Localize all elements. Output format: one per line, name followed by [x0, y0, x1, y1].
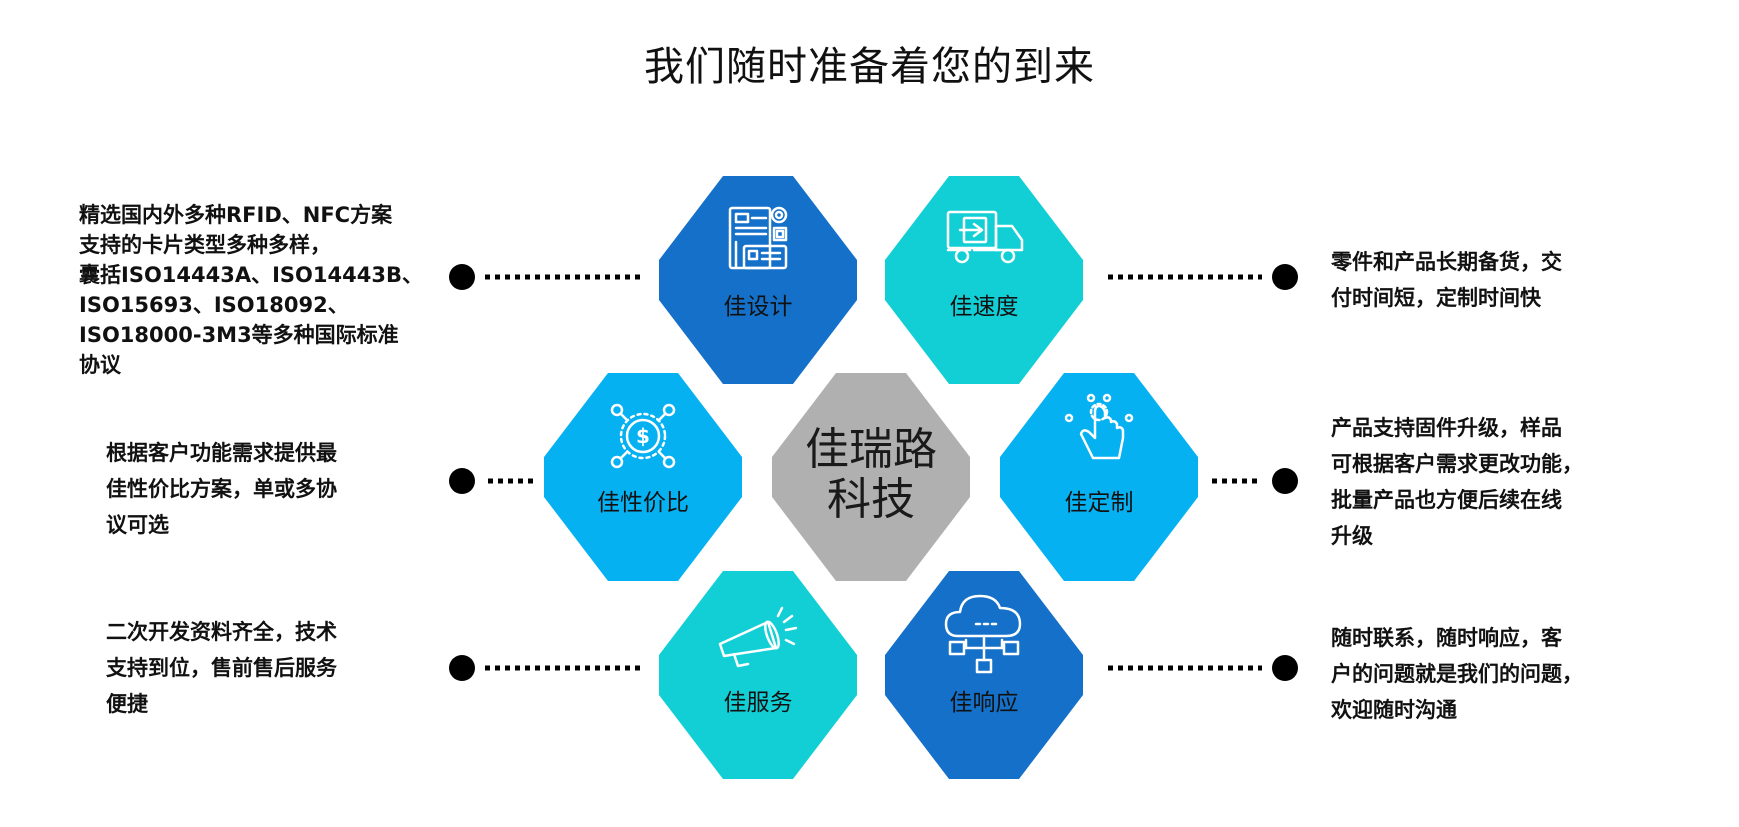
description-value: 根据客户功能需求提供最佳性价比方案，单或多协议可选 — [106, 435, 337, 543]
description-line: 囊括ISO14443A、ISO14443B、 — [79, 263, 423, 287]
hexagon-shape-design — [659, 176, 857, 384]
description-service: 二次开发资料齐全，技术支持到位，售前售后服务便捷 — [106, 614, 337, 722]
hexagon-design — [659, 176, 857, 384]
description-response: 随时联系，随时响应，客户的问题就是我们的问题， 欢迎随时沟通 — [1331, 620, 1583, 728]
hexagon-label-value: 佳性价比 — [597, 490, 689, 516]
center-label-line2: 科技 — [827, 474, 915, 525]
description-line: ISO15693、ISO18092、 — [79, 293, 349, 317]
connector-dot-speed — [1272, 264, 1298, 290]
hexagon-label-service: 佳服务 — [724, 690, 793, 716]
description-line: 产品支持固件升级，样品 — [1331, 415, 1562, 440]
design-blueprint-icon — [728, 206, 788, 270]
hexagon-label-response: 佳响应 — [950, 690, 1019, 716]
hexagon-label-speed: 佳速度 — [950, 294, 1019, 320]
description-speed: 零件和产品长期备货，交付时间短，定制时间快 — [1331, 244, 1562, 316]
connector-dot-service — [449, 655, 475, 681]
description-line: ISO18000-3M3等多种国际标准 — [79, 323, 399, 347]
cloud-network-icon — [944, 594, 1022, 674]
description-design: 精选国内外多种RFID、NFC方案支持的卡片类型多种多样， 囊括ISO14443A… — [79, 200, 423, 380]
hexagon-label-custom: 佳定制 — [1065, 490, 1134, 516]
hexagon-response — [885, 571, 1083, 779]
hexagon-shape-service — [659, 571, 857, 779]
hexagon-custom — [1000, 373, 1198, 581]
hexagon-label-design: 佳设计 — [724, 294, 793, 320]
description-line: 欢迎随时沟通 — [1331, 697, 1457, 722]
money-network-icon: $ — [610, 403, 676, 469]
hexagon-shape-custom — [1000, 373, 1198, 581]
description-line: 户的问题就是我们的问题， — [1331, 661, 1583, 686]
description-line: 支持的卡片类型多种多样， — [79, 233, 331, 257]
description-line: 支持到位，售前售后服务 — [106, 655, 337, 680]
hexagon-shape-value — [544, 373, 742, 581]
delivery-truck-icon — [946, 210, 1024, 264]
connector-dot-custom — [1272, 468, 1298, 494]
hexagon-shape-speed — [885, 176, 1083, 384]
description-line: 协议 — [79, 353, 121, 377]
connector-dot-value — [449, 468, 475, 494]
hexagon-service — [659, 571, 857, 779]
description-line: 佳性价比方案，单或多协 — [106, 476, 337, 501]
description-line: 付时间短，定制时间快 — [1331, 285, 1541, 310]
connector-dot-response — [1272, 655, 1298, 681]
connector-dot-design — [449, 264, 475, 290]
description-line: 根据客户功能需求提供最 — [106, 440, 337, 465]
hexagon-speed — [885, 176, 1083, 384]
connectors — [449, 264, 1298, 681]
description-line: 便捷 — [106, 691, 148, 716]
description-line: 批量产品也方便后续在线 — [1331, 487, 1562, 512]
description-line: 议可选 — [106, 512, 169, 537]
description-custom: 产品支持固件升级，样品可根据客户需求更改功能， 批量产品也方便后续在线升级 — [1331, 410, 1583, 554]
description-line: 零件和产品长期备货，交 — [1331, 249, 1562, 274]
description-line: 二次开发资料齐全，技术 — [106, 619, 337, 644]
description-line: 随时联系，随时响应，客 — [1331, 625, 1562, 650]
hexagon-shape-center — [772, 373, 970, 581]
hexagon-shape-response — [885, 571, 1083, 779]
description-line: 可根据客户需求更改功能， — [1331, 451, 1583, 476]
hexagon-value — [544, 373, 742, 581]
page-title: 我们随时准备着您的到来 — [644, 44, 1095, 90]
hexagon-center — [772, 373, 970, 581]
center-label-line1: 佳瑞路 — [805, 424, 937, 475]
touch-hand-icon — [1064, 393, 1134, 460]
megaphone-icon — [718, 606, 798, 668]
description-line: 精选国内外多种RFID、NFC方案 — [79, 203, 393, 227]
svg-text:$: $ — [636, 424, 650, 448]
description-line: 升级 — [1331, 523, 1373, 548]
